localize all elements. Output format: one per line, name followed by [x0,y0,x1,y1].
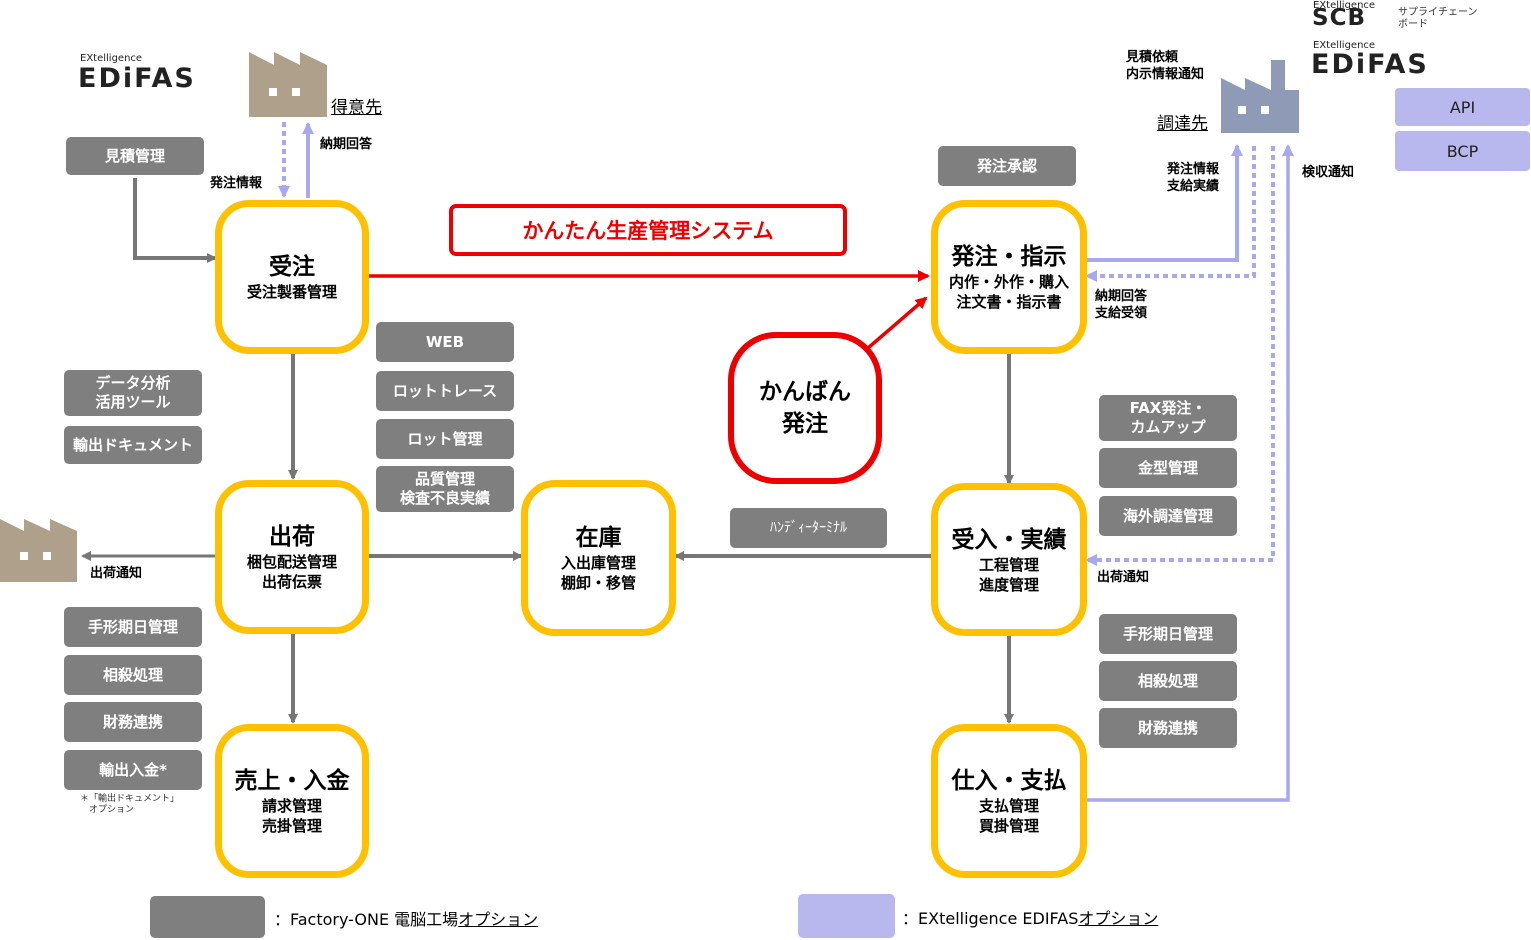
right-finance-option: 財務連携 [1099,708,1237,748]
lot-management-option: ロット管理 [376,419,514,459]
purchase-node: 発注・指示 内作・外作・購入 注文書・指示書 [931,200,1087,354]
system-title: かんたん生産管理システム [449,204,847,256]
payment-node: 仕入・支払 支払管理 買掛管理 [931,724,1087,878]
legend-lavender-swatch [798,894,895,938]
right-promissory-option: 手形期日管理 [1099,614,1237,654]
edifas-right-logo-small: EXtelligence [1313,40,1376,51]
customer-factory-icon [249,52,327,117]
order-supply-label: 発注情報 支給実績 [1167,162,1220,194]
left-export-payment-option: 輸出入金* [64,750,202,790]
supplier-label: 調達先 [1157,114,1208,134]
legend-gray-label: ：Factory-ONE 電脳工場オプション [274,906,538,930]
lot-trace-option: ロットトレース [376,371,514,411]
payment-subtitle: 支払管理 買掛管理 [978,797,1039,835]
left-offset-option: 相殺処理 [64,655,202,695]
sales-node: 売上・入金 請求管理 売掛管理 [215,724,369,878]
scb-logo-small: EXtelligence [1313,0,1376,11]
sales-subtitle: 請求管理 売掛管理 [261,797,322,835]
web-option: WEB [376,322,514,362]
shipping-title: 出荷 [269,524,315,550]
legend-lavender-text: ：EXtelligence EDIFAS [902,909,1079,928]
receive-node: 受入・実績 工程管理 進度管理 [931,483,1087,636]
bcp-option: BCP [1395,131,1530,171]
edifas-left-logo: EDiFAS [78,63,196,94]
inspection-notice-label: 検収通知 [1302,165,1355,180]
legend-gray-option: オプション [458,910,539,929]
ship-notice-label-right: 出荷通知 [1097,570,1150,585]
receive-subtitle: 工程管理 進度管理 [978,555,1039,594]
scb-description: サプライチェーン ボード [1398,7,1478,30]
order-info-label: 発注情報 [210,176,263,191]
order-title: 受注 [269,254,315,280]
shipping-node: 出荷 梱包配送管理 出荷伝票 [215,480,369,634]
estimate-request-label: 見積依頼 内示情報通知 [1126,50,1205,82]
arrow-payment-inspection-notice [1085,144,1294,802]
order-node: 受注 受注製番管理 [215,200,369,354]
quality-option: 品質管理 検査不良実績 [376,466,514,512]
stock-title: 在庫 [575,525,622,551]
stock-subtitle: 入出庫管理 棚卸・移管 [560,554,636,592]
data-analysis-option: データ分析 活用ツール [64,370,202,416]
shipping-destination-factory-icon [0,519,77,582]
sales-title: 売上・入金 [234,768,350,794]
export-docs-option: 輸出ドキュメント [64,426,202,464]
delivery-answer-label-left: 納期回答 [320,137,373,152]
die-management-option: 金型管理 [1099,448,1237,488]
order-subtitle: 受注製番管理 [246,283,337,301]
edifas-right-logo: EDiFAS [1311,49,1429,80]
stock-node: 在庫 入出庫管理 棚卸・移管 [521,480,676,636]
arrow-estimate-to-order [133,178,217,263]
ship-notice-label-left: 出荷通知 [90,566,143,581]
shipping-subtitle: 梱包配送管理 出荷伝票 [246,553,337,591]
customer-label: 得意先 [331,98,382,118]
right-offset-option: 相殺処理 [1099,661,1237,701]
estimate-option: 見積管理 [66,137,204,175]
api-option: API [1395,88,1530,126]
delivery-answer-label-right: 納期回答 支給受領 [1095,289,1148,321]
handy-terminal-option: ﾊﾝﾃﾞｨｰﾀｰﾐﾅﾙ [730,508,887,548]
purchase-approval-option: 発注承認 [938,146,1076,186]
arrow-purchase-to-supplier [1085,144,1243,262]
footnote: ＊「輸出ドキュメント」 オプション [80,794,180,815]
receive-title: 受入・実績 [951,526,1067,553]
left-finance-option: 財務連携 [64,702,202,742]
supplier-factory-icon [1221,60,1299,133]
edifas-left-logo-small: EXtelligence [80,53,143,64]
fax-order-option: FAX発注・ カムアップ [1099,395,1237,441]
scb-logo: SCB [1312,5,1366,31]
purchase-title: 発注・指示 [951,244,1067,270]
arrow-supplier-delivery-answer [1085,146,1256,282]
overseas-procurement-option: 海外調達管理 [1099,496,1237,536]
legend-gray-text: ：Factory-ONE 電脳工場 [274,910,459,929]
legend-gray-swatch [150,896,265,938]
payment-title: 仕入・支払 [951,768,1067,794]
legend-lavender-label: ：EXtelligence EDIFASオプション [902,905,1158,929]
arrow-supplier-ship-notice [1085,146,1275,566]
kanban-order-node: かんばん 発注 [728,332,882,484]
legend-lavender-option: オプション [1078,909,1159,928]
left-promissory-option: 手形期日管理 [64,607,202,647]
purchase-subtitle: 内作・外作・購入 注文書・指示書 [948,273,1069,311]
arrow-kanban-to-purchase [866,296,928,350]
